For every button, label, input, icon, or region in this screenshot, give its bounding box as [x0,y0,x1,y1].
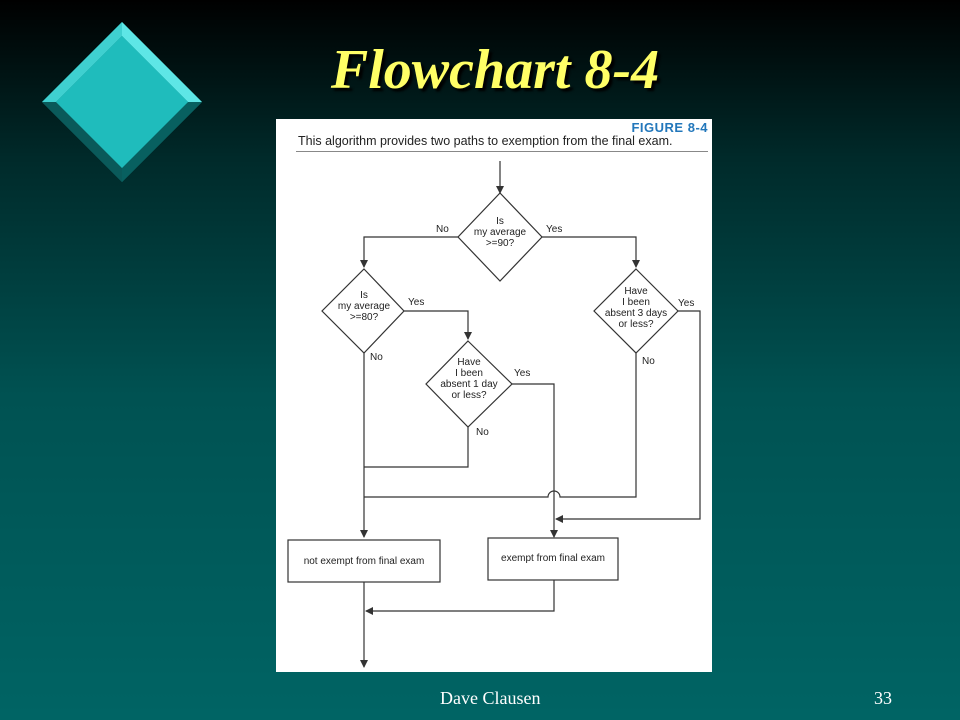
edge-label-absent3-no: No [642,356,655,367]
edge-absent3-no [364,353,637,498]
figure-label: FIGURE 8-4 [631,120,708,135]
edge-label-absent1-yes: Yes [514,368,531,379]
edge-label-avg80-no: No [370,352,383,363]
decision-avg80: Is my average >=80? [337,290,391,323]
edge-avg90-yes [542,236,640,268]
decision-absent3: Have I been absent 3 days or less? [604,286,668,330]
edge-exempt-merge [365,580,555,615]
flowchart-diagram [287,161,701,668]
page-number: 33 [874,688,892,708]
process-not-exempt-shape [287,539,441,583]
decision-avg90-shape [457,192,543,282]
decision-absent1: Have I been absent 1 day or less? [440,357,498,401]
edge-absent1-no [364,427,469,468]
footer-author: Dave Clausen [440,688,541,708]
edge-label-absent1-no: No [476,427,489,438]
edge-label-avg80-yes: Yes [408,297,425,308]
edge-absent3-yes [555,310,701,523]
process-exempt-shape [487,537,619,581]
edge-avg80-yes [404,310,472,340]
edge-label-avg90-yes: Yes [546,224,563,235]
slide-title: Flowchart 8-4 [330,39,660,101]
flowchart-figure: FIGURE 8-4 This algorithm provides two p… [276,119,712,672]
edge-absent1-yes [512,383,558,538]
edge-avg90-no [360,236,458,268]
process-not-exempt: not exempt from final exam [303,556,425,567]
edge-label-avg90-no: No [436,224,449,235]
diamond-logo-icon [42,22,202,182]
decision-avg90: Is my average >=90? [473,216,527,249]
caption-divider [296,151,708,152]
edge-label-absent3-yes: Yes [678,298,695,309]
process-exempt: exempt from final exam [501,553,605,564]
figure-caption: This algorithm provides two paths to exe… [298,134,673,148]
